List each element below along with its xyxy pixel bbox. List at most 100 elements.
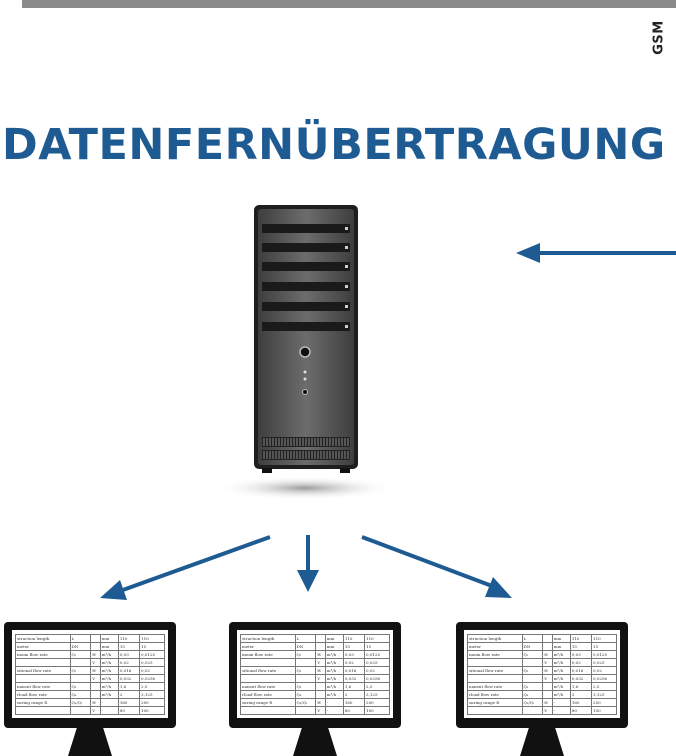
drive-bay	[262, 282, 350, 291]
table-cell: Q₃	[294, 682, 317, 691]
table-cell: 0,025	[364, 658, 390, 667]
table-cell: -	[551, 698, 571, 707]
table-cell: 0,032	[569, 674, 593, 683]
table-cell: imum flow rate	[240, 650, 296, 659]
table-cell	[315, 690, 326, 699]
page-title: DATENFERNÜBERTRAGUNG	[2, 120, 666, 170]
table-cell: 0,016	[569, 666, 593, 675]
table-cell: V	[315, 658, 326, 667]
table-cell	[240, 674, 296, 683]
arrow-right-icon	[361, 535, 512, 598]
table-cell: 0,032	[342, 674, 366, 683]
table-cell	[521, 674, 544, 683]
table-cell: m³/h	[324, 658, 344, 667]
table-cell	[467, 674, 523, 683]
table-cell: 0,0125	[364, 650, 390, 659]
table-cell: H	[315, 650, 326, 659]
table-cell	[90, 690, 101, 699]
table-cell: mm	[324, 634, 344, 643]
table-cell	[240, 658, 296, 667]
table-cell: meter	[15, 642, 71, 651]
table-cell: 2	[342, 690, 366, 699]
table-cell: L	[294, 634, 317, 643]
table-cell: m³/h	[324, 690, 344, 699]
table-cell: m³/h	[324, 650, 344, 659]
table-cell: Q₃	[521, 682, 544, 691]
table-cell: suring range R	[15, 698, 71, 707]
table-cell: DN	[294, 642, 317, 651]
table-cell: 110	[117, 634, 141, 643]
vent-lines	[263, 438, 349, 459]
table-cell: 0,0125	[139, 650, 165, 659]
reset-button-icon	[302, 389, 308, 395]
table-cell: 0,02	[342, 658, 366, 667]
drive-bay	[262, 262, 350, 271]
table-cell: 110	[364, 634, 390, 643]
table-cell: 2	[569, 690, 593, 699]
table-cell: 0,016	[342, 666, 366, 675]
status-led	[303, 370, 307, 374]
table-cell: -	[324, 706, 344, 715]
table-cell	[90, 642, 101, 651]
drive-lights	[345, 227, 348, 328]
table-cell: H	[90, 650, 101, 659]
table-cell: 3,125	[139, 690, 165, 699]
table-cell: 2,5	[591, 682, 617, 691]
table-cell: 0,0256	[364, 674, 390, 683]
table-cell	[294, 658, 317, 667]
drive-bays	[262, 224, 350, 331]
table-cell: m³/h	[99, 690, 119, 699]
table-cell: 0,0125	[591, 650, 617, 659]
monitor-stand	[520, 728, 564, 756]
table-cell: Q₄	[521, 690, 544, 699]
table-cell: 100	[591, 706, 617, 715]
table-cell: rload flow rate	[240, 690, 296, 699]
table-cell: 1,6	[342, 682, 366, 691]
table-cell: rload flow rate	[15, 690, 71, 699]
table-cell: 0,032	[117, 674, 141, 683]
drive-light	[345, 227, 348, 230]
drive-light	[345, 305, 348, 308]
table-cell	[542, 642, 553, 651]
incoming-arrow-icon	[516, 243, 676, 263]
table-cell: V	[542, 674, 553, 683]
server-shadow	[215, 476, 395, 500]
table-cell: Q₂	[294, 666, 317, 675]
table-cell: Q₂	[69, 666, 92, 675]
table-cell: 110	[139, 634, 165, 643]
table-cell	[467, 658, 523, 667]
table-cell: struction length	[467, 634, 523, 643]
table-cell: 80	[342, 706, 366, 715]
table-cell: 15	[569, 642, 593, 651]
table-cell: m³/h	[99, 658, 119, 667]
table-cell: 0,02	[139, 666, 165, 675]
table-cell: 0,0256	[139, 674, 165, 683]
table-cell	[15, 674, 71, 683]
table-cell: H	[542, 666, 553, 675]
table-cell: 200	[591, 698, 617, 707]
drive-light	[345, 325, 348, 328]
server-front-panel	[258, 209, 354, 465]
table-cell: 1,6	[569, 682, 593, 691]
table-cell: nanent flow rate	[240, 682, 296, 691]
